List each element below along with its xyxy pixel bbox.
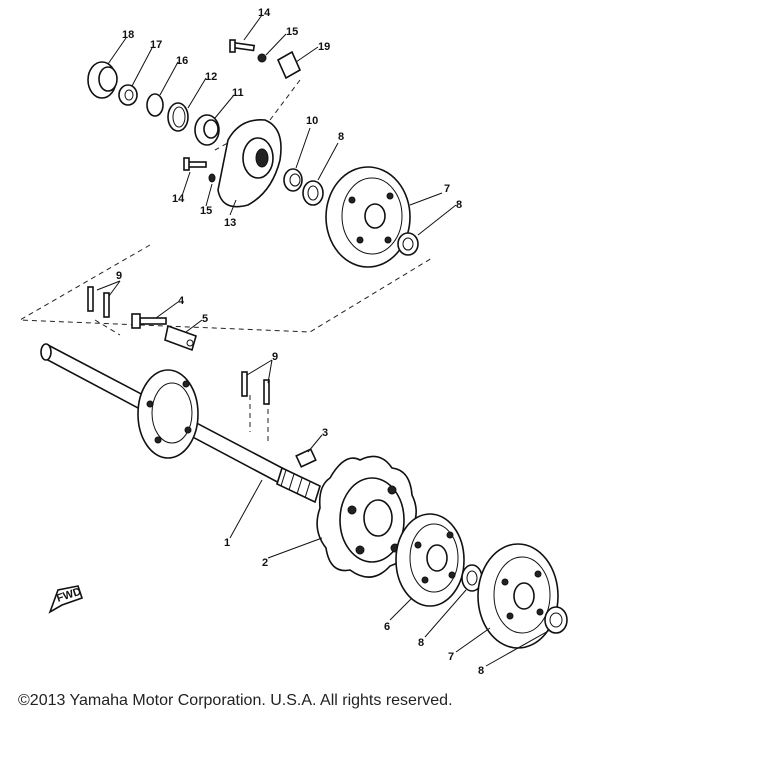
part-11-bearing [194, 114, 220, 146]
part-13-housing [217, 119, 282, 208]
part-18-cap [87, 61, 118, 99]
callout-8-upper: 8 [338, 131, 344, 143]
part-5-bracket [164, 324, 197, 352]
exploded-parts-diagram: FWD 18 17 16 12 11 [18, 7, 568, 677]
part-8-washer-lower-right [544, 606, 568, 634]
callout-19: 19 [318, 41, 330, 53]
callout-8-bottom: 8 [478, 665, 484, 677]
part-7-idler-wheel-upper [325, 166, 411, 268]
callout-9-left: 9 [116, 270, 122, 282]
part-9-pins-left [87, 286, 110, 318]
callout-14-lower: 14 [172, 193, 185, 205]
callout-13: 13 [224, 217, 236, 229]
callout-11: 11 [232, 87, 244, 99]
part-4-bolt [131, 313, 167, 329]
callout-8-lower: 8 [418, 637, 424, 649]
callout-10: 10 [306, 115, 318, 127]
part-19-clip [276, 50, 302, 80]
callout-3: 3 [322, 427, 328, 439]
part-14-bolt-lower [183, 157, 207, 171]
part-14-bolt-top [229, 39, 256, 53]
part-3-collar [295, 448, 317, 468]
part-7-idler-wheel-lower [477, 543, 559, 649]
callout-4: 4 [178, 295, 185, 307]
callout-8-right: 8 [456, 199, 462, 211]
callout-2: 2 [262, 557, 268, 569]
callout-1: 1 [224, 537, 230, 549]
callout-15-top: 15 [286, 26, 298, 38]
forward-arrow-icon: FWD [48, 585, 84, 614]
callout-labels: 18 17 16 12 11 14 15 19 14 15 13 10 8 7 … [116, 7, 484, 677]
callout-17: 17 [150, 39, 162, 51]
part-9-pins-mid [241, 371, 270, 405]
callout-5: 5 [202, 313, 208, 325]
part-6-wheel-hub [395, 513, 465, 607]
part-15-washer-lower [208, 173, 216, 183]
callout-7-upper: 7 [444, 183, 450, 195]
callout-12: 12 [205, 71, 217, 83]
part-17-washer [118, 84, 138, 106]
copyright-notice: ©2013 Yamaha Motor Corporation. U.S.A. A… [18, 692, 453, 709]
part-8-washer-right [397, 232, 419, 256]
callout-7-lower: 7 [448, 651, 454, 663]
callout-14-top: 14 [258, 7, 271, 19]
callout-9-mid: 9 [272, 351, 278, 363]
part-8-washer-upper [302, 180, 324, 206]
callout-leaders [96, 14, 551, 667]
part-12-circlip [167, 102, 189, 132]
callout-18: 18 [122, 29, 134, 41]
part-16-ring [146, 93, 164, 117]
part-15-washer-top [257, 53, 267, 63]
callout-6: 6 [384, 621, 390, 633]
callout-15-lower: 15 [200, 205, 212, 217]
part-1-drive-shaft [40, 343, 321, 504]
callout-16: 16 [176, 55, 188, 67]
part-10-bearing [283, 168, 303, 192]
